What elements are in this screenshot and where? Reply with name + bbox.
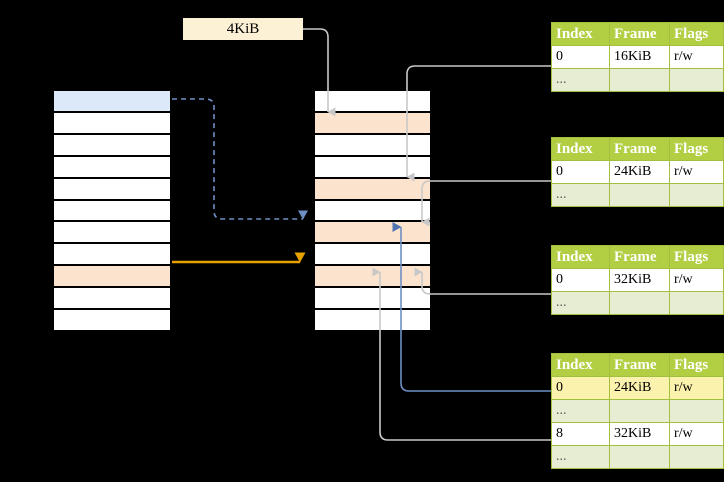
column-header-index: Index <box>551 245 610 269</box>
cell-frame <box>609 68 670 92</box>
cell-frame <box>609 183 670 207</box>
virtual-page-row[interactable] <box>53 287 171 310</box>
page-table-4: Index Frame Flags 0 24KiB r/w ... 8 32Ki… <box>551 353 724 469</box>
column-header-frame: Frame <box>609 245 670 269</box>
virtual-page-row[interactable] <box>53 199 171 222</box>
physical-frame-row[interactable] <box>314 243 431 266</box>
cell-frame: 16KiB <box>609 45 670 69</box>
cell-index: 0 <box>551 376 610 400</box>
page-table-2: Index Frame Flags 0 24KiB r/w ... <box>551 137 724 207</box>
physical-frame-row[interactable] <box>314 287 431 310</box>
table-row[interactable]: 0 24KiB r/w <box>551 160 724 184</box>
column-header-flags: Flags <box>669 22 724 46</box>
cell-frame <box>609 445 670 469</box>
table-row[interactable]: ... <box>551 183 724 207</box>
table-header-row: Index Frame Flags <box>551 22 724 46</box>
cell-flags <box>669 445 724 469</box>
cell-index: ... <box>551 68 610 92</box>
frame-size-label: 4KiB <box>226 21 260 37</box>
cell-frame <box>609 291 670 315</box>
physical-frame-row[interactable] <box>314 309 431 331</box>
cell-flags: r/w <box>669 268 724 292</box>
wire-table2-to-physical <box>421 180 551 227</box>
cell-flags: r/w <box>669 376 724 400</box>
cell-index: 0 <box>551 160 610 184</box>
table-row[interactable]: 0 32KiB r/w <box>551 268 724 292</box>
virtual-address-space-column <box>52 89 172 331</box>
table-row[interactable]: ... <box>551 445 724 469</box>
cell-index: ... <box>551 445 610 469</box>
virtual-page-row[interactable] <box>53 243 171 266</box>
virtual-page-row[interactable] <box>53 177 171 200</box>
column-header-frame: Frame <box>609 22 670 46</box>
column-header-frame: Frame <box>609 353 670 377</box>
physical-frame-row[interactable] <box>314 155 431 178</box>
cell-frame: 32KiB <box>609 422 670 446</box>
table-row[interactable]: 0 16KiB r/w <box>551 45 724 69</box>
cell-frame: 32KiB <box>609 268 670 292</box>
physical-frame-row[interactable] <box>314 199 431 222</box>
column-header-flags: Flags <box>669 245 724 269</box>
cell-flags <box>669 68 724 92</box>
cell-index: 0 <box>551 268 610 292</box>
physical-frame-row[interactable] <box>314 221 431 244</box>
cell-frame: 24KiB <box>609 160 670 184</box>
frame-size-tag: 4KiB <box>183 18 303 40</box>
virtual-page-row[interactable] <box>53 111 171 134</box>
column-header-index: Index <box>551 22 610 46</box>
virtual-page-row[interactable] <box>53 133 171 156</box>
physical-frame-row[interactable] <box>314 133 431 156</box>
physical-memory-column <box>313 89 432 331</box>
virtual-page-row[interactable] <box>53 265 171 288</box>
physical-frame-row[interactable] <box>314 265 431 288</box>
virtual-page-row[interactable] <box>53 309 171 331</box>
cell-flags <box>669 291 724 315</box>
cell-index: ... <box>551 399 610 423</box>
cell-flags <box>669 183 724 207</box>
table-row[interactable]: ... <box>551 291 724 315</box>
table-row[interactable]: 0 24KiB r/w <box>551 376 724 400</box>
page-table-1: Index Frame Flags 0 16KiB r/w ... <box>551 22 724 92</box>
column-header-index: Index <box>551 137 610 161</box>
column-header-flags: Flags <box>669 137 724 161</box>
virtual-page-row[interactable] <box>53 90 171 112</box>
table-row[interactable]: ... <box>551 68 724 92</box>
table-header-row: Index Frame Flags <box>551 137 724 161</box>
physical-frame-row[interactable] <box>314 111 431 134</box>
table-row[interactable]: ... <box>551 399 724 423</box>
table-header-row: Index Frame Flags <box>551 245 724 269</box>
column-header-flags: Flags <box>669 353 724 377</box>
cell-flags <box>669 399 724 423</box>
cell-index: 8 <box>551 422 610 446</box>
cell-index: 0 <box>551 45 610 69</box>
table-header-row: Index Frame Flags <box>551 353 724 377</box>
virtual-page-row[interactable] <box>53 155 171 178</box>
cell-frame <box>609 399 670 423</box>
wire-table3-to-physical <box>414 267 551 295</box>
cell-index: ... <box>551 183 610 207</box>
column-header-index: Index <box>551 353 610 377</box>
column-header-frame: Frame <box>609 137 670 161</box>
cell-frame: 24KiB <box>609 376 670 400</box>
cell-flags: r/w <box>669 45 724 69</box>
cell-flags: r/w <box>669 422 724 446</box>
page-table-3: Index Frame Flags 0 32KiB r/w ... <box>551 245 724 315</box>
virtual-page-row[interactable] <box>53 221 171 244</box>
physical-frame-row[interactable] <box>314 177 431 200</box>
cell-index: ... <box>551 291 610 315</box>
wire-virtual-page-dashed <box>172 98 308 220</box>
cell-flags: r/w <box>669 160 724 184</box>
physical-frame-row[interactable] <box>314 90 431 112</box>
table-row[interactable]: 8 32KiB r/w <box>551 422 724 446</box>
